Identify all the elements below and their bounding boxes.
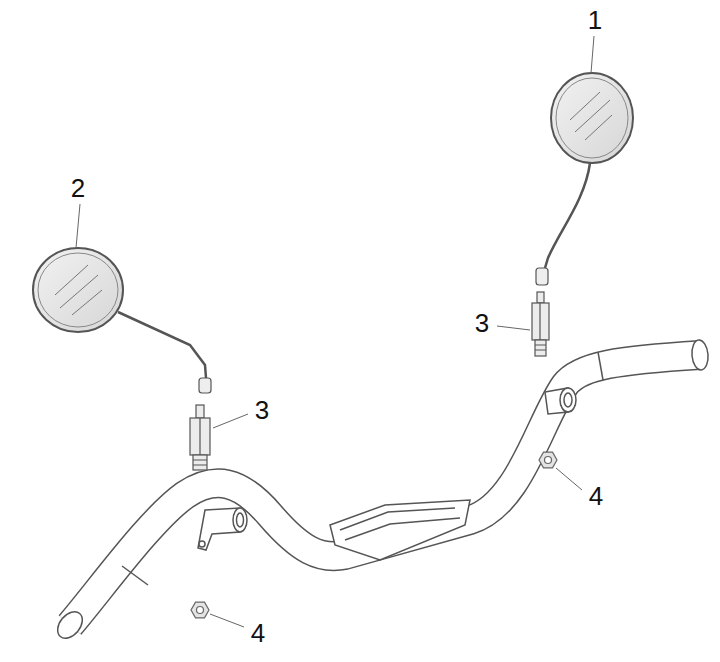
leader-line xyxy=(76,36,594,627)
handlebar-tube xyxy=(53,339,710,643)
callout-number: 4 xyxy=(249,619,267,647)
mirror xyxy=(33,248,211,393)
mirror xyxy=(536,73,633,285)
mirror-mount xyxy=(198,388,576,550)
callout-number: 2 xyxy=(69,174,87,202)
mirror-adapter xyxy=(190,292,549,470)
center-clamp xyxy=(330,500,470,560)
callout-number: 4 xyxy=(587,482,605,510)
nut xyxy=(191,452,557,618)
callout-number: 3 xyxy=(253,396,271,424)
callout-number: 3 xyxy=(473,309,491,337)
callout-number: 1 xyxy=(586,6,604,34)
